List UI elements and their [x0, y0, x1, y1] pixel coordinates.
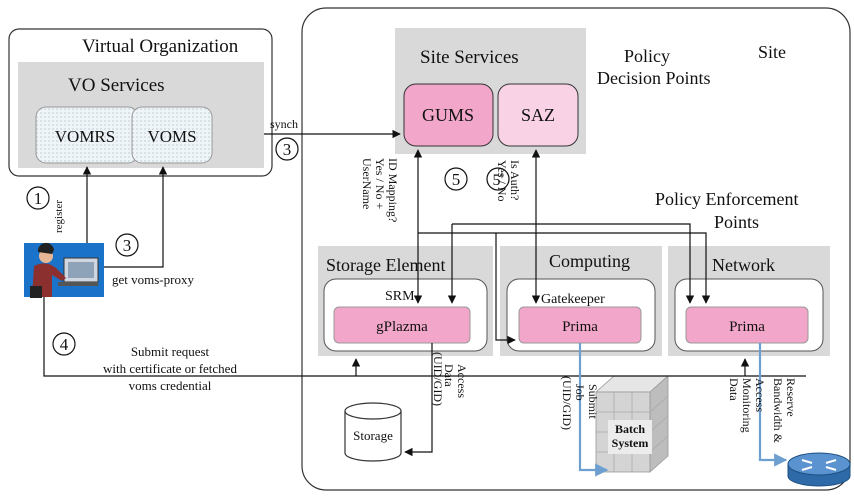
submit-job-line3: (UID/GID) — [560, 376, 574, 430]
pep-label-line2: Points — [714, 212, 759, 232]
step-3-circle-user — [115, 233, 139, 257]
voms-box[interactable] — [131, 106, 213, 164]
computing-prima-label: Prima — [562, 319, 598, 335]
access-data-line1: Access — [455, 364, 469, 398]
saz-to-network-arrow — [452, 223, 695, 304]
step-5p-number: 5' — [493, 172, 504, 189]
submit-job-arrow — [578, 343, 609, 477]
storage-disk-icon — [344, 402, 402, 462]
vo-services-title: VO Services — [68, 75, 165, 96]
access-monitoring-line3: Data — [727, 378, 741, 401]
submit-job-line2: Job — [573, 384, 587, 401]
submit-job-line1: Submit — [586, 384, 600, 419]
pdp-label-line2: Decision Points — [597, 68, 711, 88]
synch-label: synch — [270, 117, 298, 131]
pep-label-line1: Policy Enforcement — [655, 189, 798, 209]
reserve-line1: Reserve — [784, 378, 798, 417]
step-5p-circle — [486, 167, 510, 191]
batch-label-line2: System — [612, 436, 649, 450]
site-title: Site — [758, 42, 786, 62]
is-auth-line1: Is Auth? — [508, 160, 522, 200]
access-data-line2: Data — [442, 364, 456, 387]
batch-system-icon — [594, 375, 670, 473]
site-services-title: Site Services — [420, 47, 519, 68]
submit-request-line2: with certificate or fetched — [103, 361, 237, 376]
storage-element-title: Storage Element — [326, 255, 445, 275]
access-data-line3: (UID/GID) — [431, 352, 445, 406]
step-3-number-user: 3 — [123, 236, 132, 255]
computing-title: Computing — [549, 251, 630, 271]
gatekeeper-label: Gatekeeper — [541, 292, 605, 307]
register-label: register — [53, 200, 65, 233]
step-5-circle — [444, 167, 468, 191]
reserve-bandwidth-arrow — [758, 343, 788, 467]
saz-label: SAZ — [521, 105, 555, 125]
get-voms-proxy-label: get voms-proxy — [112, 272, 194, 287]
router-icon — [787, 452, 851, 487]
reserve-line2: Bandwidth & — [771, 378, 785, 444]
srm-label: SRM — [385, 289, 415, 304]
gums-to-network-arrow — [418, 232, 711, 304]
saz-box[interactable] — [497, 83, 579, 147]
step-1-circle — [26, 186, 50, 210]
id-mapping-line3: UserName — [360, 158, 374, 209]
pdp-label-line1: Policy — [624, 46, 670, 66]
gplazma-box[interactable] — [333, 306, 471, 344]
gums-label: GUMS — [422, 105, 474, 125]
submit-request-line1: Submit request — [131, 344, 210, 359]
step-4-number: 4 — [60, 335, 69, 354]
vo-title: Virtual Organization — [82, 36, 239, 57]
batch-label-line1: Batch — [615, 422, 645, 436]
is-auth-line2: Yes / No — [495, 160, 509, 201]
storage-disk-label: Storage — [353, 428, 393, 443]
network-title: Network — [712, 255, 775, 275]
gplazma-label: gPlazma — [376, 319, 428, 335]
submit-request-line3: voms credential — [129, 378, 212, 393]
gums-box[interactable] — [403, 83, 494, 147]
access-monitoring-line1: Access — [753, 378, 767, 412]
access-data-arrow — [404, 343, 433, 457]
step-1-number: 1 — [34, 189, 43, 208]
to-computing-prima-arrow — [495, 233, 516, 345]
network-prima-box[interactable] — [685, 306, 809, 344]
vomrs-label: VOMRS — [55, 127, 115, 146]
get-voms-proxy-arrow — [104, 166, 168, 268]
id-mapping-line1: ID Mapping? — [386, 158, 400, 222]
network-prima-label: Prima — [729, 319, 765, 335]
submit-request-line — [43, 297, 806, 377]
step-4-circle — [52, 332, 76, 356]
step-3-circle-synch — [275, 137, 299, 161]
step-3-number-synch: 3 — [283, 140, 292, 159]
voms-label: VOMS — [147, 127, 196, 146]
id-mapping-line2: Yes / No + — [373, 158, 387, 209]
access-monitoring-line2: Monitoring — [740, 378, 754, 433]
user-icon — [24, 242, 104, 298]
step-5-number: 5 — [452, 170, 461, 189]
